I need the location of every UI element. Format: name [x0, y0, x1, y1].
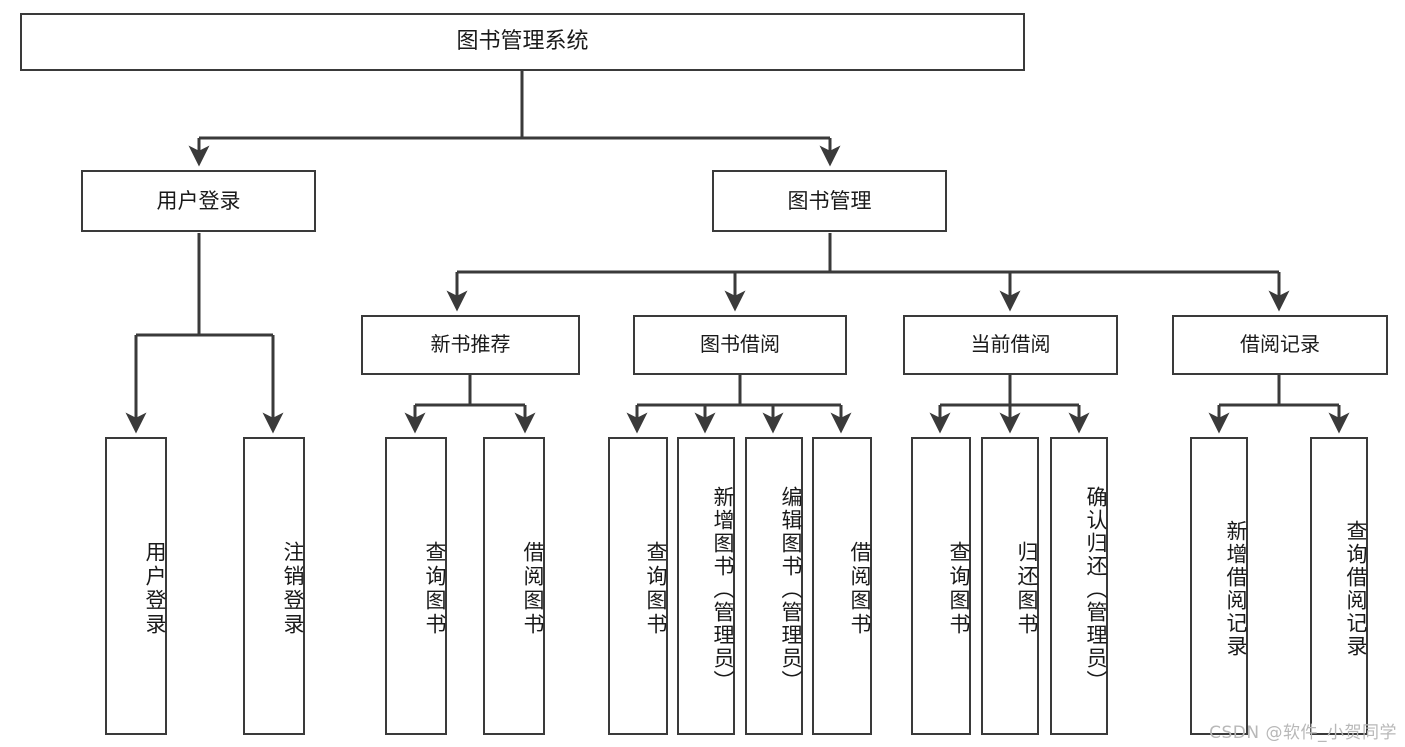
leaf-query-book-1-label: 查询图书: [423, 541, 447, 637]
leaf-confirm-return[interactable]: 确认归还（管理员）: [1050, 437, 1108, 735]
leaf-logout-label: 注销登录: [281, 541, 305, 637]
leaf-query-book-2-label: 查询图书: [644, 541, 668, 637]
node-user-login[interactable]: 用户登录: [81, 170, 316, 232]
leaf-return-book-label: 归还图书: [1015, 541, 1039, 637]
node-borrow-record[interactable]: 借阅记录: [1172, 315, 1388, 375]
leaf-query-book-3-label: 查询图书: [947, 541, 971, 637]
node-book-manage-label: 图书管理: [787, 188, 872, 213]
leaf-add-record[interactable]: 新增借阅记录: [1190, 437, 1248, 735]
leaf-query-record[interactable]: 查询借阅记录: [1310, 437, 1368, 735]
node-book-borrow[interactable]: 图书借阅: [633, 315, 847, 375]
node-user-login-label: 用户登录: [156, 188, 241, 213]
node-borrow-record-label: 借阅记录: [1240, 332, 1320, 357]
leaf-user-login[interactable]: 用户登录: [105, 437, 167, 735]
leaf-borrow-book-1[interactable]: 借阅图书: [483, 437, 545, 735]
node-current-borrow-label: 当前借阅: [970, 332, 1051, 357]
leaf-query-book-1[interactable]: 查询图书: [385, 437, 447, 735]
leaf-add-record-label: 新增借阅记录: [1224, 520, 1248, 658]
node-new-book-recommend-label: 新书推荐: [430, 332, 511, 357]
leaf-query-book-3[interactable]: 查询图书: [911, 437, 971, 735]
leaf-borrow-book-2-label: 借阅图书: [848, 541, 872, 637]
leaf-return-book[interactable]: 归还图书: [981, 437, 1039, 735]
node-new-book-recommend[interactable]: 新书推荐: [361, 315, 580, 375]
leaf-borrow-book-1-label: 借阅图书: [521, 541, 545, 637]
leaf-add-book-label: 新增图书（管理员）: [711, 485, 735, 693]
node-book-borrow-label: 图书借阅: [700, 332, 780, 357]
leaf-add-book[interactable]: 新增图书（管理员）: [677, 437, 735, 735]
node-book-manage[interactable]: 图书管理: [712, 170, 947, 232]
node-root-label: 图书管理系统: [456, 29, 589, 55]
leaf-user-login-label: 用户登录: [143, 541, 167, 637]
leaf-edit-book-label: 编辑图书（管理员）: [779, 485, 803, 693]
leaf-logout[interactable]: 注销登录: [243, 437, 305, 735]
node-root[interactable]: 图书管理系统: [20, 13, 1025, 71]
node-current-borrow[interactable]: 当前借阅: [903, 315, 1118, 375]
leaf-query-book-2[interactable]: 查询图书: [608, 437, 668, 735]
leaf-edit-book[interactable]: 编辑图书（管理员）: [745, 437, 803, 735]
leaf-borrow-book-2[interactable]: 借阅图书: [812, 437, 872, 735]
leaf-query-record-label: 查询借阅记录: [1344, 520, 1368, 658]
leaf-confirm-return-label: 确认归还（管理员）: [1084, 485, 1108, 693]
